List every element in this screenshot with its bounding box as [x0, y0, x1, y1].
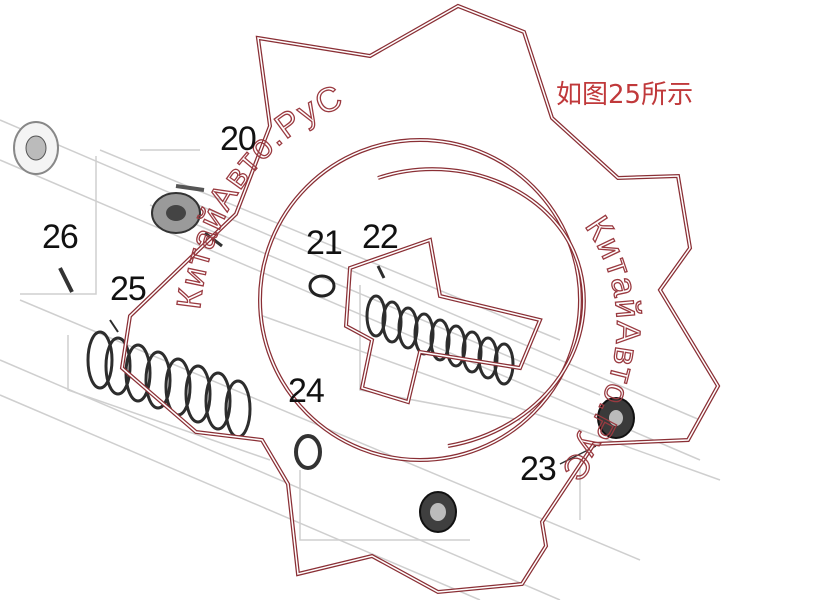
- watermark-cog-logo: [119, 3, 721, 595]
- callout-22: 22: [362, 218, 399, 256]
- figure-caption: 如图25所示: [556, 80, 694, 110]
- part-24-ring: [294, 434, 322, 470]
- callout-26: 26: [42, 218, 79, 256]
- part-25-spring: [86, 319, 252, 439]
- callout-24: 24: [288, 372, 325, 410]
- watermark-text-right: КитайАвто.РуС: [553, 209, 647, 488]
- part-20-gear: [151, 184, 223, 248]
- callout-21: 21: [306, 224, 343, 262]
- callout-23: 23: [520, 450, 557, 488]
- part-disk-top-left: [13, 121, 59, 175]
- callout-20: 20: [220, 120, 257, 158]
- part-gear-bottom: [419, 491, 457, 533]
- part-21-washer: [308, 274, 336, 298]
- part-26-pin: [58, 267, 74, 293]
- callout-25: 25: [110, 270, 147, 308]
- part-22-spring: [365, 265, 515, 386]
